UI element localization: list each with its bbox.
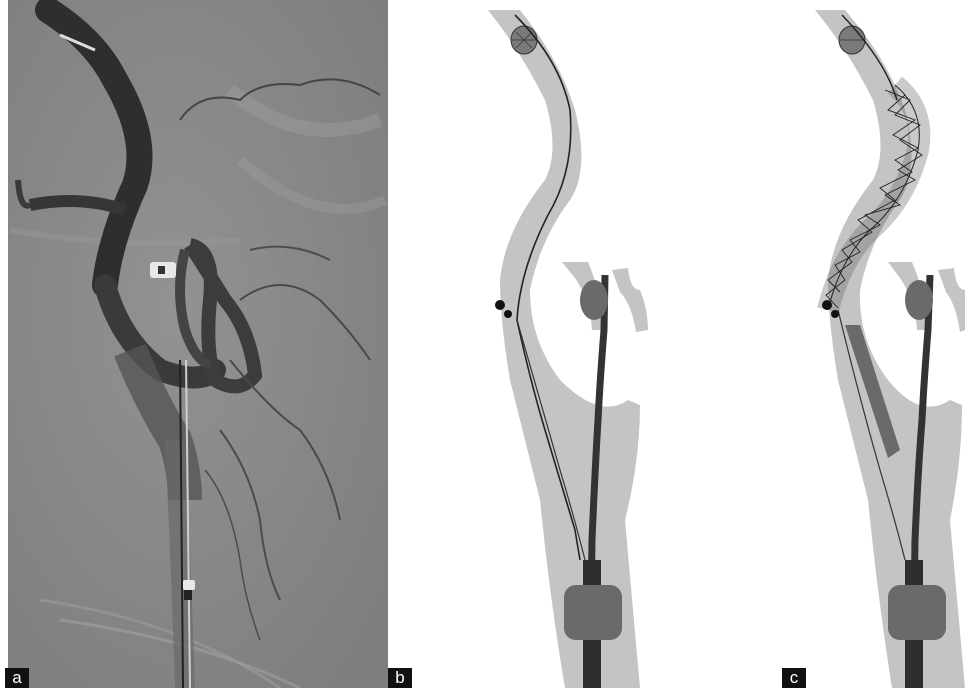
panel-label-c: c <box>782 668 806 688</box>
panel-label-b: b <box>388 668 412 688</box>
schematic-c-image <box>760 0 965 688</box>
schematic-b-image <box>388 0 688 688</box>
angiogram-panel <box>0 0 388 688</box>
angiogram-image <box>0 0 388 688</box>
schematic-panel-c <box>760 0 965 688</box>
schematic-panel-b <box>388 0 688 688</box>
panel-label-a: a <box>5 668 29 688</box>
